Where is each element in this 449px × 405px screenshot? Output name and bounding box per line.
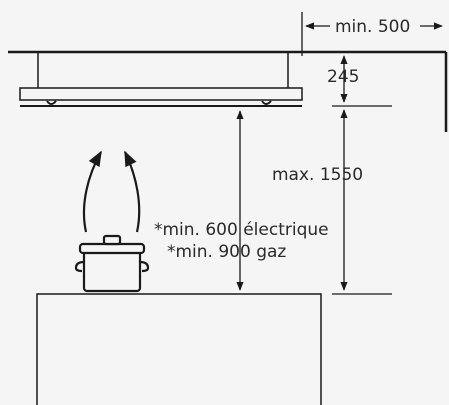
dimension-lines: [236, 12, 443, 295]
hood-gap-label: 245: [327, 67, 359, 87]
min-electric-label: *min. 600 électrique: [154, 220, 329, 240]
max-height-label: max. 1550: [272, 165, 363, 185]
cooking-pot-icon: [74, 234, 150, 293]
ceiling-and-wall: [8, 50, 448, 132]
min-gas-label: *min. 900 gaz: [167, 242, 286, 262]
min-side-label: min. 500: [335, 17, 410, 37]
steam-arrows-icon: [82, 150, 141, 233]
range-hood: [19, 52, 303, 107]
counter: [36, 293, 322, 405]
